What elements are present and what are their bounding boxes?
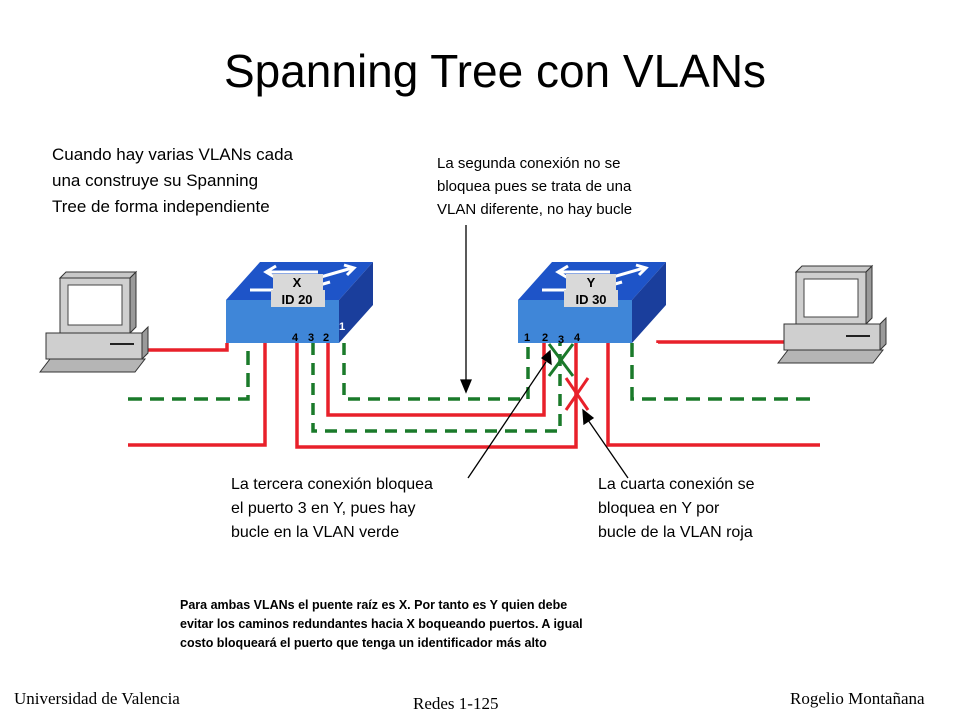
link-right-red [606,343,820,447]
fourth-connection-note: La cuarta conexión se bloquea en Y por b… [598,476,755,541]
switch-x-port-1: 1 [339,321,345,333]
switch-y-id: ID 30 [575,292,606,307]
block-mark-icon [547,343,575,377]
switch-y-name: Y [587,275,596,290]
link-left-pc-red [130,343,229,352]
switch-x-port-2: 2 [323,332,329,344]
switch-y-port-2: 2 [542,332,548,344]
link-right-pc-red [656,340,790,344]
footer-page-number: Redes 1-125 [413,694,499,713]
computer-right [776,264,887,364]
footer-author: Rogelio Montañana [790,689,925,708]
computer-icon [38,270,149,373]
link-left-red [128,343,267,447]
link-right-green [630,343,815,401]
switch-y-port-1: 1 [524,332,530,344]
link-x2-y2-red [326,343,546,417]
arrow-third-connection [467,361,547,479]
switch-x-port-3: 3 [308,332,314,344]
link-x1-y1-green [342,343,530,401]
switch-y: Y ID 30 1 2 3 4 [518,262,666,346]
switch-y-port-4: 4 [574,332,581,344]
third-connection-note: La tercera conexión bloquea el puerto 3 … [231,476,433,541]
annotation-arrows [460,225,629,479]
second-connection-note: La segunda conexión no se bloquea pues s… [437,155,633,218]
page-title: Spanning Tree con VLANs [223,45,767,97]
switch-y-port-3: 3 [558,334,564,346]
root-bridge-note: Para ambas VLANs el puente raíz es X. Po… [180,598,583,650]
switch-x-port-4: 4 [292,332,299,344]
link-left-green [128,343,250,401]
block-mark-icon [564,377,590,411]
intro-note: Cuando hay varias VLANs cada una constru… [52,145,293,216]
arrow-fourth-connection [587,419,629,479]
switch-x-id: ID 20 [281,292,312,307]
switch-x: X ID 20 4 3 2 1 [226,262,373,344]
link-x3-y3-green [311,343,562,433]
switch-x-name: X [293,275,302,290]
computer-left [38,270,149,373]
vlan-links [128,340,820,449]
computer-icon [776,264,887,364]
footer-university: Universidad de Valencia [14,689,180,708]
